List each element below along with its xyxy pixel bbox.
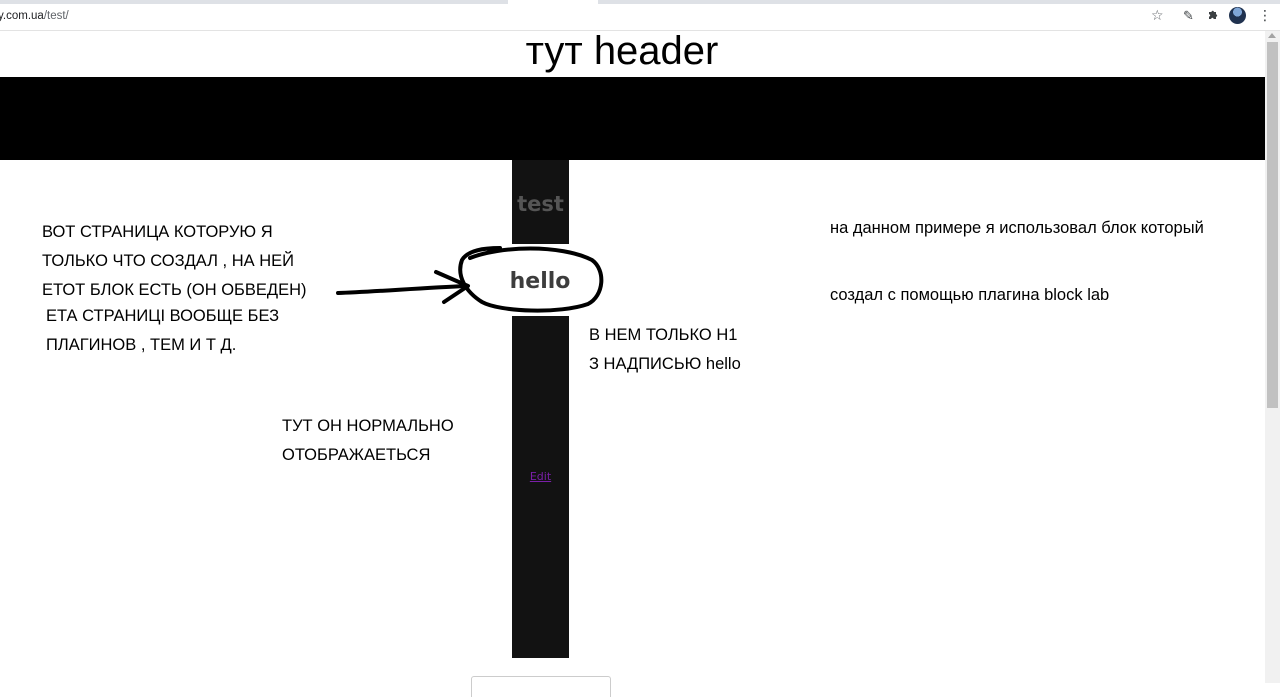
annotation-line: ЕТА СТРАНИЦІ ВООБЩЕ БЕЗ [46,307,280,325]
annotation-middle: В НЕМ ТОЛЬКО Н1 З НАДПИСЬЮ hello [589,321,741,379]
hand-drawn-arrow-shaft [336,284,468,295]
tab-strip [0,0,1280,4]
annotation-left: ВОТ СТРАНИЦА КОТОРУЮ Я ТОЛЬКО ЧТО СОЗДАЛ… [42,218,306,305]
column-title: test [517,192,564,216]
pen-icon[interactable]: ✎ [1183,8,1194,23]
annotation-line: ВОТ СТРАНИЦА КОТОРУЮ Я [42,223,273,241]
star-icon[interactable]: ☆ [1151,7,1164,23]
url-domain: y.com.ua [0,10,44,22]
url-path: /test/ [43,10,69,22]
page-header-title: тут header [525,29,719,73]
avatar[interactable] [1229,7,1246,24]
hand-drawn-arrow-head [434,270,470,304]
bottom-partial-button[interactable] [471,676,611,697]
scrollbar-thumb[interactable] [1267,42,1278,408]
annotation-line: В НЕМ ТОЛЬКО Н1 [589,326,738,344]
annotation-right-2: создал с помощью плагина block lab [830,286,1110,304]
scroll-up-arrow-icon[interactable] [1268,33,1276,38]
header-black-bar [0,77,1265,160]
content-column-top [512,160,569,244]
annotation-left-2: ЕТА СТРАНИЦІ ВООБЩЕ БЕЗ ПЛАГИНОВ , ТЕМ И… [46,302,279,360]
annotation-line: ПЛАГИНОВ , ТЕМ И Т Д. [46,336,237,354]
content-column-bottom [512,316,569,658]
edit-link[interactable]: Edit [529,470,552,483]
kebab-menu-icon[interactable]: ⋮ [1258,7,1272,23]
annotation-line: ТУТ ОН НОРМАЛЬНО [282,417,454,435]
block-heading-h1: hello [509,269,571,294]
url-text[interactable]: y.com.ua/test/ [0,10,69,22]
active-tab-edge[interactable] [508,0,598,4]
annotation-line: ЕТОТ БЛОК ЕСТЬ (ОН ОБВЕДЕН) [42,281,307,299]
address-bar[interactable]: y.com.ua/test/ ☆ ✎ ⋮ [0,4,1280,31]
annotation-line: ОТОБРАЖАЕТЬСЯ [282,446,431,464]
annotation-line: ТОЛЬКО ЧТО СОЗДАЛ , НА НЕЙ [42,252,295,270]
annotation-line: З НАДПИСЬЮ hello [589,355,741,373]
puzzle-icon[interactable] [1207,9,1219,21]
annotation-right-1: на данном примере я использовал блок кот… [830,219,1204,237]
annotation-bottom: ТУТ ОН НОРМАЛЬНО ОТОБРАЖАЕТЬСЯ [282,412,454,470]
